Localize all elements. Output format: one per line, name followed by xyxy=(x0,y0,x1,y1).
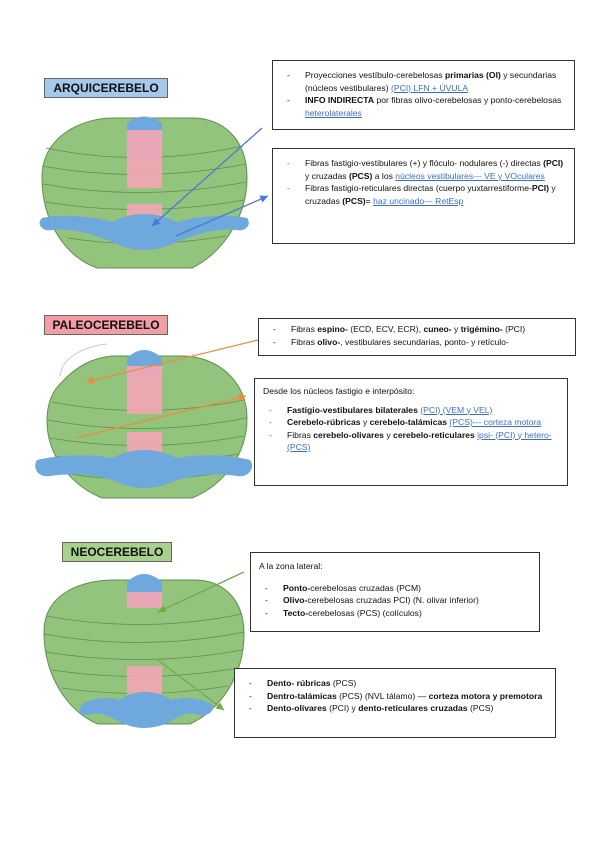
link-ipsi-hetero[interactable]: ipsi- (PCI) y hetero- (PCS) xyxy=(287,429,552,453)
list-item: Proyecciones vestíbulo-cerebelosas prima… xyxy=(281,69,566,94)
paleo-intro: Desde los núcleos fastigio e interpósito… xyxy=(263,386,415,396)
list-item: INFO INDIRECTA por fibras olivo-cerebelo… xyxy=(281,94,566,119)
paleo-box-1: Fibras espino- (ECD, ECV, ECR), cuneo- y… xyxy=(258,318,576,356)
link-heterolaterales[interactable]: heterolaterales xyxy=(305,107,362,118)
list-item: Fibras fastigio-vestibulares (+) y flócu… xyxy=(281,157,566,182)
link-lfn-uvula[interactable]: (PCI) LFN + ÚVULA xyxy=(390,82,469,93)
neo-box-1: A la zona lateral: Ponto-cerebelosas cru… xyxy=(250,552,540,632)
list-item: Dento-olivares (PCI) y dento-retículares… xyxy=(243,702,547,715)
paleocerebelo-label: PALEOCEREBELO xyxy=(44,315,168,335)
list-item: Fastigio-vestibulares bilaterales (PCI) … xyxy=(263,404,559,417)
neocerebelo-label: NEOCEREBELO xyxy=(62,542,172,562)
list-item: Dento- rúbricas (PCS) xyxy=(243,677,547,690)
list-item: Tecto-cerebelosas (PCS) (colículos) xyxy=(259,607,531,620)
arquicerebelo-label: ARQUICEREBELO xyxy=(44,78,168,98)
neo-box-2: Dento- rúbricas (PCS) Dentro-talámicas (… xyxy=(234,668,556,738)
list-item: Olivo-cerebelosas cruzadas PCI) (N. oliv… xyxy=(259,594,531,607)
paleo-box-2: Desde los núcleos fastigio e interpósito… xyxy=(254,378,568,486)
list-item: Fibras espino- (ECD, ECV, ECR), cuneo- y… xyxy=(267,323,567,336)
link-nucleos-vestibulares[interactable]: núcleos vestibulares--- VE y VOculares xyxy=(395,170,545,181)
list-item: Fibras fastigio-reticulares directas (cu… xyxy=(281,182,566,207)
link-corteza-motora[interactable]: (PCS)--- corteza motora xyxy=(449,417,542,427)
list-item: Dentro-talámicas (PCS) (NVL tálamo) — co… xyxy=(243,690,547,703)
list-item: Fibras cerebelo-olivares y cerebelo-reti… xyxy=(263,429,559,454)
link-vem-vel[interactable]: (PCI) (VEM y VEL) xyxy=(420,404,493,415)
arqui-box-2: Fibras fastigio-vestibulares (+) y flócu… xyxy=(272,148,575,244)
list-item: Cerebelo-rúbricas y cerebelo-talámicas (… xyxy=(263,416,559,429)
arqui-box-1: Proyecciones vestíbulo-cerebelosas prima… xyxy=(272,60,575,130)
neo-intro: A la zona lateral: xyxy=(259,561,323,571)
list-item: Ponto-cerebelosas cruzadas (PCM) xyxy=(259,582,531,595)
link-haz-uncinado[interactable]: haz uncinado--- RetEsp xyxy=(373,195,464,206)
list-item: Fibras olivo-, vestibulares secundarias,… xyxy=(267,336,567,349)
